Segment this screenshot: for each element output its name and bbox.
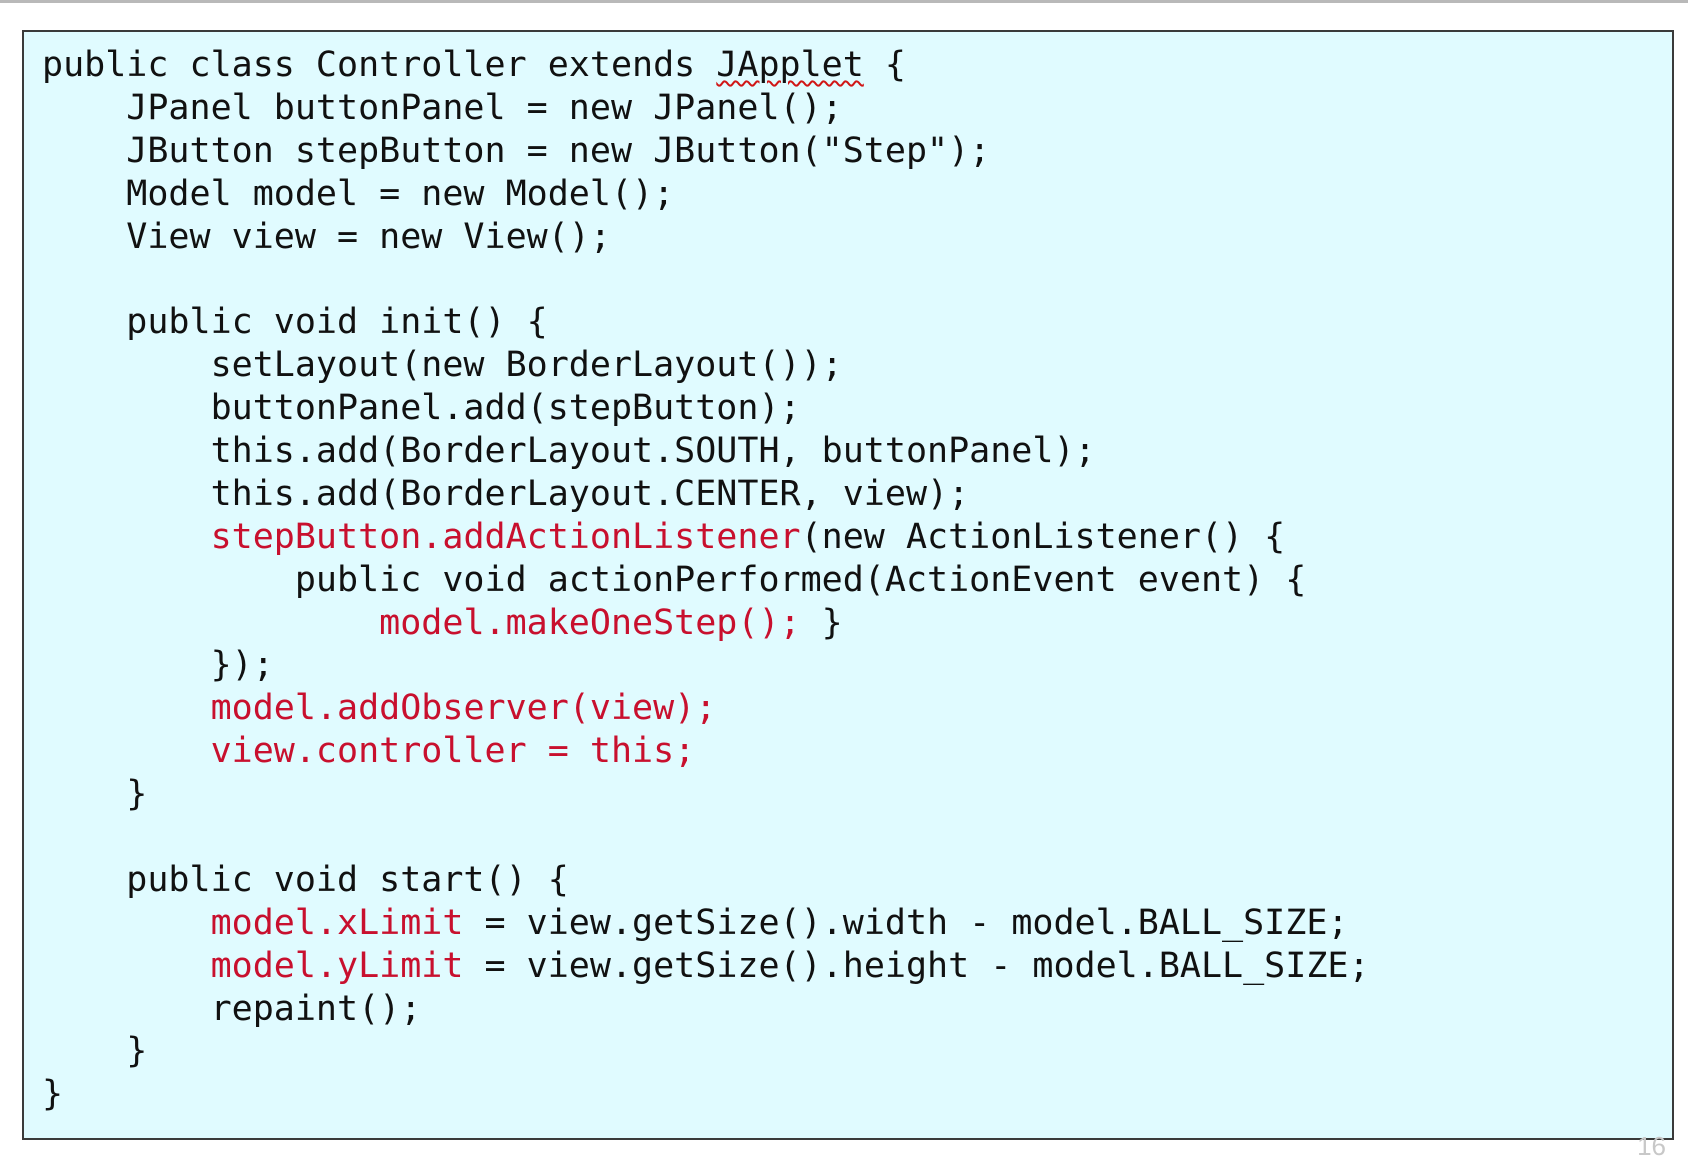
code-line-17: view.controller = this; bbox=[42, 730, 1370, 773]
highlighted-code-token: view.controller = this; bbox=[210, 731, 696, 772]
code-line-13: public void actionPerformed(ActionEvent … bbox=[42, 559, 1307, 600]
highlighted-code-token: stepButton.addActionListener bbox=[210, 516, 801, 557]
code-line-8: setLayout(new BorderLayout()); bbox=[42, 345, 843, 386]
code-line-23: repaint(); bbox=[42, 988, 422, 1029]
code-line-19 bbox=[42, 816, 1370, 859]
highlighted-code-token: model.addObserver(view); bbox=[210, 688, 717, 729]
code-token: { bbox=[863, 45, 906, 85]
code-indent bbox=[42, 517, 211, 557]
code-listing: public class Controller extends JApplet … bbox=[22, 30, 1674, 1140]
code-line-1: public class Controller extends JApplet … bbox=[42, 44, 1370, 87]
code-line-21: model.xLimit = view.getSize().width - mo… bbox=[42, 902, 1370, 945]
code-indent bbox=[42, 688, 211, 728]
code-line-16: model.addObserver(view); bbox=[42, 687, 1370, 730]
spellcheck-flagged-token: JApplet bbox=[716, 45, 864, 85]
code-token: public class Controller extends bbox=[42, 45, 717, 85]
code-line-7: public void init() { bbox=[42, 302, 548, 343]
code-indent bbox=[42, 946, 211, 986]
code-line-25: } bbox=[42, 1074, 64, 1115]
code-indent bbox=[42, 603, 379, 643]
code-line-24: } bbox=[42, 1031, 148, 1072]
code-lines: public class Controller extends JApplet … bbox=[42, 44, 1370, 1116]
code-token: } bbox=[800, 602, 843, 643]
code-line-14: model.makeOneStep(); } bbox=[42, 602, 1370, 645]
top-divider bbox=[0, 0, 1688, 3]
code-indent bbox=[42, 731, 211, 771]
code-line-15: }); bbox=[42, 645, 274, 686]
code-token: (new ActionListener() { bbox=[800, 516, 1286, 557]
code-line-18: } bbox=[42, 774, 148, 815]
code-line-12: stepButton.addActionListener(new ActionL… bbox=[42, 516, 1370, 559]
code-line-10: this.add(BorderLayout.SOUTH, buttonPanel… bbox=[42, 431, 1096, 472]
code-line-9: buttonPanel.add(stepButton); bbox=[42, 388, 801, 429]
code-token: = view.getSize().height - model.BALL_SIZ… bbox=[463, 945, 1370, 986]
code-line-6 bbox=[42, 258, 1370, 301]
code-line-22: model.yLimit = view.getSize().height - m… bbox=[42, 945, 1370, 988]
slide-page-number: 16 bbox=[1637, 1131, 1666, 1161]
code-line-11: this.add(BorderLayout.CENTER, view); bbox=[42, 473, 970, 514]
code-line-4: Model model = new Model(); bbox=[42, 173, 675, 214]
code-indent bbox=[42, 903, 211, 943]
code-line-5: View view = new View(); bbox=[42, 216, 611, 257]
code-token: = view.getSize().width - model.BALL_SIZE… bbox=[463, 902, 1349, 943]
highlighted-code-token: model.yLimit bbox=[210, 945, 464, 986]
code-line-20: public void start() { bbox=[42, 859, 569, 900]
highlighted-code-token: model.makeOneStep(); bbox=[379, 602, 801, 643]
code-line-3: JButton stepButton = new JButton("Step")… bbox=[42, 130, 991, 171]
code-line-2: JPanel buttonPanel = new JPanel(); bbox=[42, 87, 843, 128]
highlighted-code-token: model.xLimit bbox=[210, 902, 464, 943]
